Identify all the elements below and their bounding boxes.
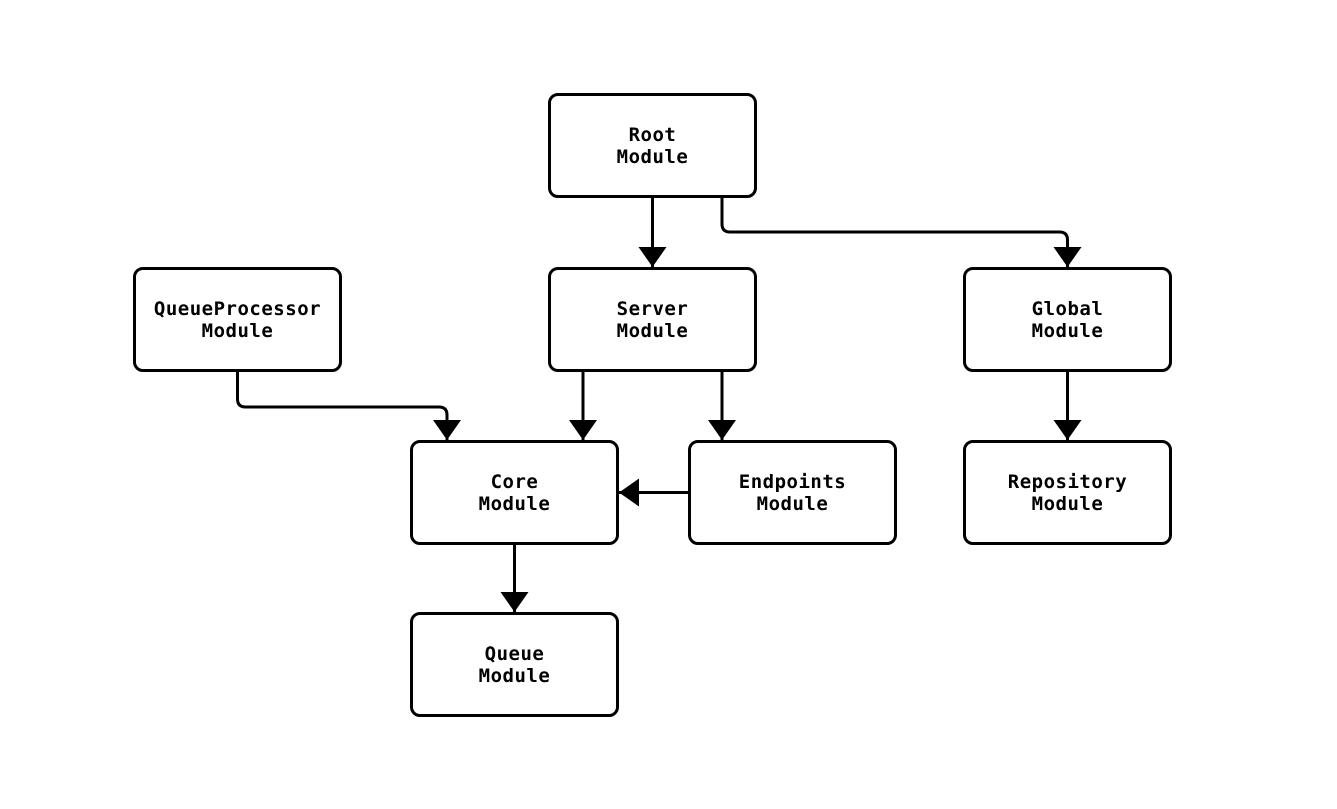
node-label-queue: Queue Module [478,642,551,687]
node-queueprocessor-module: QueueProcessor Module [133,267,342,372]
node-global-module: Global Module [963,267,1172,372]
node-label-queueprocessor: QueueProcessor Module [153,297,322,342]
node-root-module: Root Module [548,93,757,198]
node-queue-module: Queue Module [410,612,619,717]
node-label-global: Global Module [1031,297,1104,342]
node-label-core: Core Module [478,470,551,515]
node-label-root: Root Module [616,123,689,168]
edge-queueprocessor-to-core [236,372,461,440]
node-label-server: Server Module [616,297,689,342]
node-server-module: Server Module [548,267,757,372]
edge-root-to-global [720,198,1082,267]
node-label-repository: Repository Module [1007,470,1128,515]
node-repository-module: Repository Module [963,440,1172,545]
node-label-endpoints: Endpoints Module [738,470,847,515]
edge-group [236,198,1082,612]
node-endpoints-module: Endpoints Module [688,440,897,545]
node-core-module: Core Module [410,440,619,545]
